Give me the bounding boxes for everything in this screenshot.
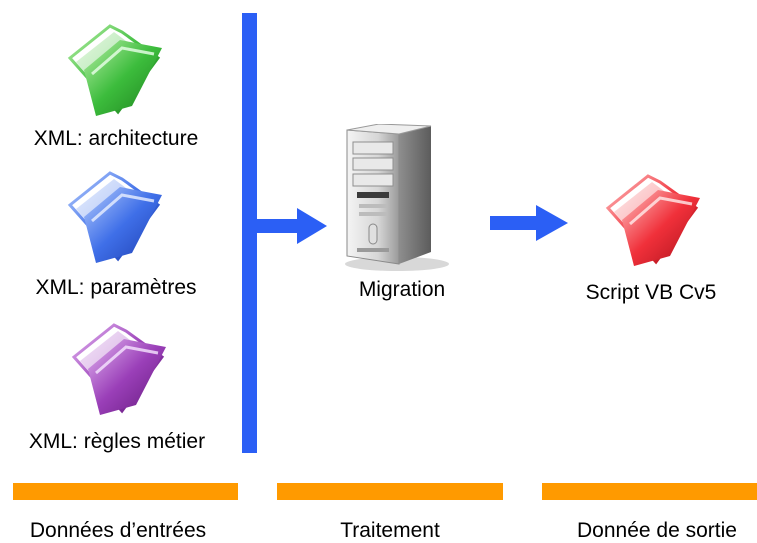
server-tower-icon bbox=[333, 124, 453, 274]
folder-icon bbox=[600, 168, 704, 268]
input-label-parametres: XML: paramètres bbox=[35, 276, 197, 299]
stage-label-processing: Traitement bbox=[340, 519, 440, 542]
input-label-architecture: XML: architecture bbox=[33, 127, 199, 150]
arrow-to-migration bbox=[257, 206, 327, 251]
process-label-migration: Migration bbox=[358, 278, 446, 301]
stage-label-inputs: Données d’entrées bbox=[29, 519, 207, 542]
input-collector-line bbox=[242, 13, 257, 453]
stage-label-output: Donnée de sortie bbox=[577, 519, 737, 542]
stage-bar-output bbox=[542, 483, 757, 500]
output-label-script: Script VB Cv5 bbox=[585, 281, 717, 304]
folder-icon bbox=[62, 165, 166, 265]
input-label-regles-metier: XML: règles métier bbox=[28, 430, 206, 453]
arrow-to-output bbox=[490, 203, 568, 248]
folder-icon bbox=[62, 18, 166, 118]
stage-bar-processing bbox=[277, 483, 503, 500]
folder-icon bbox=[66, 317, 170, 417]
stage-bar-inputs bbox=[13, 483, 238, 500]
